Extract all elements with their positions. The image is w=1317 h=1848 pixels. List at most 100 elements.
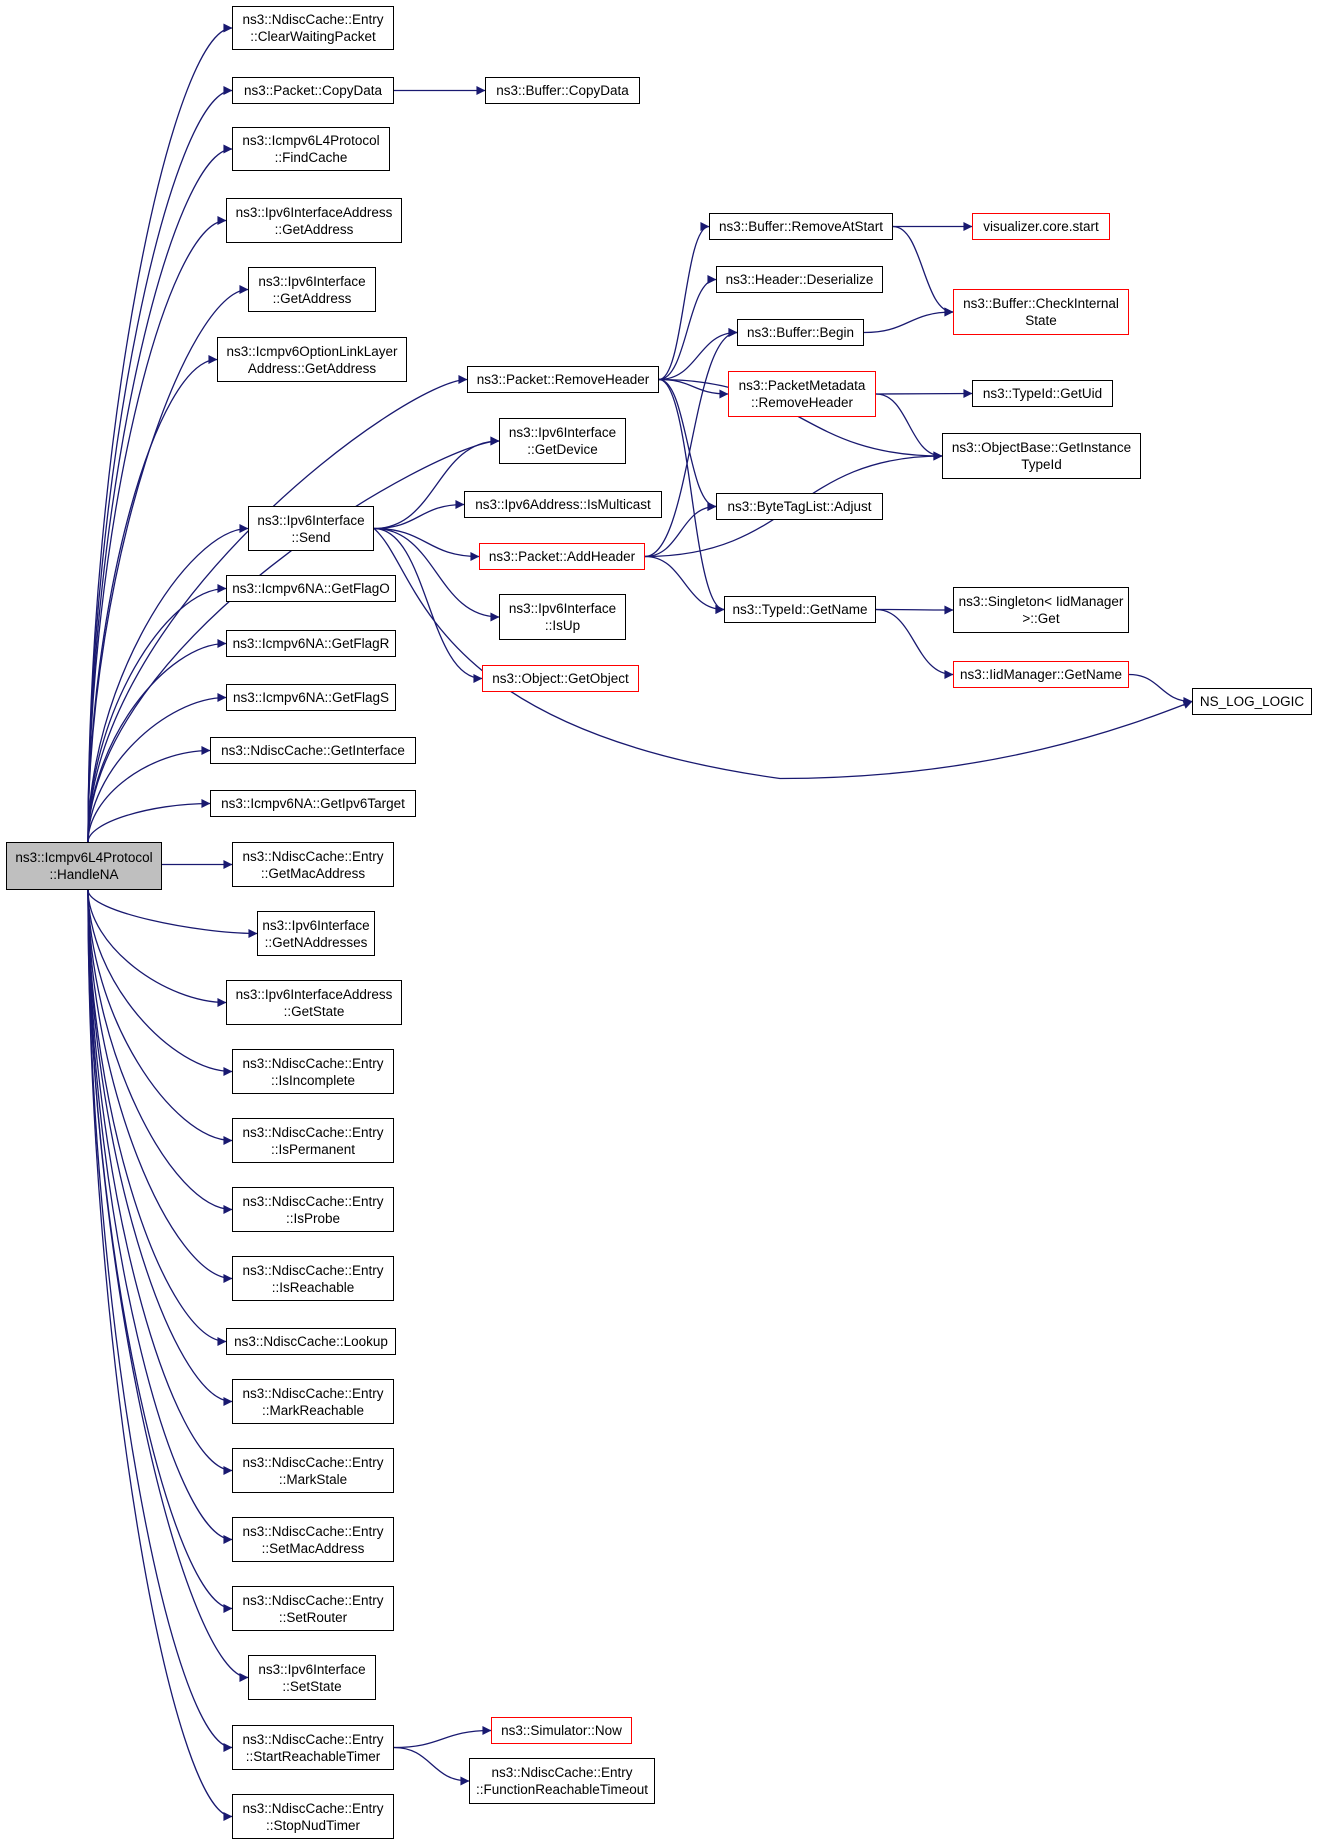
node-adjust[interactable]: ns3::ByteTagList::Adjust <box>716 493 883 520</box>
edge-handlena-to-removeheader <box>87 375 468 843</box>
node-getobject[interactable]: ns3::Object::GetObject <box>482 665 639 692</box>
node-setrouter[interactable]: ns3::NdiscCache::Entry ::SetRouter <box>232 1586 394 1631</box>
node-iface-getaddress[interactable]: ns3::Ipv6Interface ::GetAddress <box>248 267 376 312</box>
node-handlena[interactable]: ns3::Icmpv6L4Protocol ::HandleNA <box>6 842 162 890</box>
edge-handlena-to-setstate <box>87 889 249 1682</box>
node-checkinternal[interactable]: ns3::Buffer::CheckInternal State <box>953 289 1129 335</box>
edge-handlena-to-isincomplete <box>87 889 233 1076</box>
node-typeid-getname[interactable]: ns3::TypeId::GetName <box>724 596 876 623</box>
edge-handlena-to-getstate <box>87 889 227 1007</box>
node-stopnud[interactable]: ns3::NdiscCache::Entry ::StopNudTimer <box>232 1794 394 1839</box>
edge-iface-send-to-addheader <box>373 527 480 561</box>
edge-handlena-to-startreachable <box>87 889 233 1752</box>
edge-begin-to-checkinternal <box>863 307 954 334</box>
node-isincomplete[interactable]: ns3::NdiscCache::Entry ::IsIncomplete <box>232 1049 394 1094</box>
edge-handlena-to-getnaddresses <box>87 889 258 938</box>
node-sim-now[interactable]: ns3::Simulator::Now <box>491 1717 632 1744</box>
node-startreachable[interactable]: ns3::NdiscCache::Entry ::StartReachableT… <box>232 1725 394 1770</box>
node-findcache[interactable]: ns3::Icmpv6L4Protocol ::FindCache <box>232 127 390 171</box>
node-getipv6target[interactable]: ns3::Icmpv6NA::GetIpv6Target <box>210 790 416 817</box>
node-getflago[interactable]: ns3::Icmpv6NA::GetFlagO <box>226 575 396 602</box>
edge-handlena-to-clearwaiting <box>87 23 233 843</box>
node-getinterface[interactable]: ns3::NdiscCache::GetInterface <box>210 737 416 764</box>
node-removeheader[interactable]: ns3::Packet::RemoveHeader <box>467 366 659 393</box>
node-getdevice[interactable]: ns3::Ipv6Interface ::GetDevice <box>499 418 626 464</box>
edge-pm-removeheader-to-getinstancetypeid <box>875 393 943 461</box>
edge-iface-send-to-getobject <box>373 527 483 683</box>
edge-handlena-to-isprobe <box>87 889 233 1214</box>
edge-removeheader-to-removeatstart <box>658 222 710 381</box>
edge-iface-send-to-ns-log-logic <box>373 528 1193 780</box>
edge-removeheader-to-getinstancetypeid <box>658 378 943 461</box>
edge-removeheader-to-deserialize <box>658 275 717 381</box>
node-optlla-getaddress[interactable]: ns3::Icmpv6OptionLinkLayer Address::GetA… <box>217 337 407 382</box>
edge-typeid-getname-to-singleton-get <box>875 605 954 615</box>
edge-handlena-to-getinterface <box>87 746 211 843</box>
node-clearwaiting[interactable]: ns3::NdiscCache::Entry ::ClearWaitingPac… <box>232 6 394 50</box>
node-ispermanent[interactable]: ns3::NdiscCache::Entry ::IsPermanent <box>232 1118 394 1163</box>
node-getstate[interactable]: ns3::Ipv6InterfaceAddress ::GetState <box>226 980 402 1025</box>
node-getflagr[interactable]: ns3::Icmpv6NA::GetFlagR <box>226 630 396 657</box>
node-removeatstart[interactable]: ns3::Buffer::RemoveAtStart <box>709 213 893 240</box>
edge-iface-send-to-getdevice <box>373 436 500 530</box>
node-begin[interactable]: ns3::Buffer::Begin <box>737 319 864 346</box>
edge-handlena-to-isreachable <box>87 889 233 1283</box>
edge-startreachable-to-sim-now <box>393 1726 492 1749</box>
node-ismulticast[interactable]: ns3::Ipv6Address::IsMulticast <box>464 491 662 518</box>
edge-pm-removeheader-to-getuid <box>875 389 973 399</box>
edge-handlena-to-markstale <box>87 889 233 1475</box>
node-buf-copydata[interactable]: ns3::Buffer::CopyData <box>485 77 640 104</box>
edge-handlena-to-optlla-getaddress <box>87 355 218 843</box>
edge-iface-send-to-isup <box>373 527 500 622</box>
node-lookup[interactable]: ns3::NdiscCache::Lookup <box>226 1328 396 1355</box>
node-markstale[interactable]: ns3::NdiscCache::Entry ::MarkStale <box>232 1448 394 1493</box>
node-getflags[interactable]: ns3::Icmpv6NA::GetFlagS <box>226 684 396 711</box>
edge-handlena-to-pkt-copydata <box>87 86 233 843</box>
node-iid-getname[interactable]: ns3::IidManager::GetName <box>953 661 1129 688</box>
edge-removeatstart-to-checkinternal <box>892 225 954 317</box>
node-setstate[interactable]: ns3::Ipv6Interface ::SetState <box>248 1655 376 1700</box>
edge-removeheader-to-begin <box>658 328 738 381</box>
edge-removeheader-to-typeid-getname <box>658 378 725 614</box>
edge-handlena-to-stopnud <box>87 889 233 1821</box>
node-singleton-get[interactable]: ns3::Singleton< IidManager >::Get <box>953 587 1129 633</box>
edge-handlena-to-ifaddr-getaddress <box>87 216 227 843</box>
edge-removeheader-to-adjust <box>658 378 717 511</box>
edge-iid-getname-to-ns-log-logic <box>1128 673 1193 706</box>
edge-handlena-to-getflags <box>87 693 227 843</box>
node-iface-send[interactable]: ns3::Ipv6Interface ::Send <box>248 506 374 551</box>
node-ifaddr-getaddress[interactable]: ns3::Ipv6InterfaceAddress ::GetAddress <box>226 198 402 243</box>
node-getinstancetypeid[interactable]: ns3::ObjectBase::GetInstance TypeId <box>942 433 1141 479</box>
node-getnaddresses[interactable]: ns3::Ipv6Interface ::GetNAddresses <box>257 911 375 956</box>
edge-addheader-to-adjust <box>644 502 717 558</box>
node-isprobe[interactable]: ns3::NdiscCache::Entry ::IsProbe <box>232 1187 394 1232</box>
edge-handlena-to-markreachable <box>87 889 233 1406</box>
node-addheader[interactable]: ns3::Packet::AddHeader <box>479 543 645 570</box>
edge-iface-send-to-ismulticast <box>373 500 465 530</box>
edge-handlena-to-getdevice <box>87 436 500 843</box>
node-markreachable[interactable]: ns3::NdiscCache::Entry ::MarkReachable <box>232 1379 394 1424</box>
node-viz-start[interactable]: visualizer.core.start <box>972 213 1110 240</box>
node-pkt-copydata[interactable]: ns3::Packet::CopyData <box>232 77 394 104</box>
edge-handlena-to-getipv6target <box>87 799 211 843</box>
node-isup[interactable]: ns3::Ipv6Interface ::IsUp <box>499 594 626 640</box>
node-getuid[interactable]: ns3::TypeId::GetUid <box>972 380 1113 407</box>
node-setmacaddress[interactable]: ns3::NdiscCache::Entry ::SetMacAddress <box>232 1517 394 1562</box>
node-ns-log-logic[interactable]: NS_LOG_LOGIC <box>1192 688 1312 715</box>
node-isreachable[interactable]: ns3::NdiscCache::Entry ::IsReachable <box>232 1256 394 1301</box>
edge-handlena-to-ispermanent <box>87 889 233 1145</box>
edge-handlena-to-findcache <box>87 144 233 843</box>
edge-typeid-getname-to-iid-getname <box>875 608 954 679</box>
edge-handlena-to-getflagr <box>87 639 227 843</box>
node-functionreachable[interactable]: ns3::NdiscCache::Entry ::FunctionReachab… <box>469 1758 655 1804</box>
edge-addheader-to-typeid-getname <box>644 555 725 614</box>
node-getmacaddress[interactable]: ns3::NdiscCache::Entry ::GetMacAddress <box>232 842 394 887</box>
node-pm-removeheader[interactable]: ns3::PacketMetadata ::RemoveHeader <box>728 371 876 417</box>
node-deserialize[interactable]: ns3::Header::Deserialize <box>716 266 883 293</box>
edge-handlena-to-getflago <box>87 584 227 843</box>
edge-addheader-to-begin <box>644 328 738 558</box>
edge-startreachable-to-functionreachable <box>393 1746 470 1786</box>
edge-handlena-to-lookup <box>87 889 227 1346</box>
